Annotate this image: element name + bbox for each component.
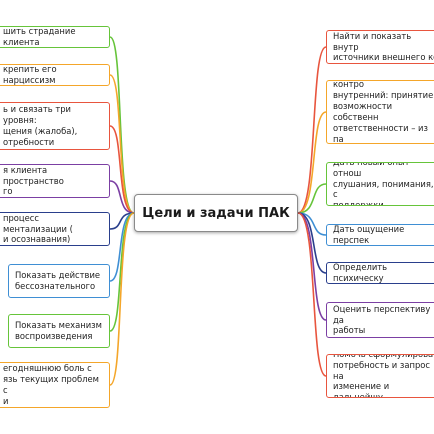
right-branch-node[interactable]: Найти и показать внутр источники внешнег… [326,30,434,64]
left-branch-node[interactable]: крепить его нарциссизм [0,64,110,86]
left-branch-line [109,212,135,386]
right-branch-line [297,212,327,274]
left-branch-label: Показать механизм воспроизведения [15,320,102,341]
left-branch-node[interactable]: Показать механизм воспроизведения [8,314,110,348]
right-branch-line [297,212,327,377]
right-branch-node[interactable]: Дать ощущение перспек [326,224,434,246]
right-branch-label: Помочь сформулироват потребность и запро… [333,355,434,398]
left-branch-line [109,74,135,214]
right-branch-label: Определить психическу [333,262,388,283]
left-branch-node[interactable]: егодняшнюю боль с язь текущих проблем с … [0,362,110,408]
left-branch-node[interactable]: ь и связать три уровня: щения (жалоба), … [0,102,110,150]
right-branch-node[interactable]: Дать новый опыт отнош слушания, понимани… [326,162,434,206]
right-branch-node[interactable]: Определить психическу [326,262,434,284]
left-branch-line [109,180,135,214]
left-branch-node[interactable]: процесс ментализации ( и осознавания) [0,212,110,246]
right-branch-line [297,111,327,214]
right-branch-label: Оценить перспективу да работы [333,303,431,336]
right-branch-label: Найти и показать внутр источники внешнег… [333,30,434,63]
left-branch-label: я клиента пространство го [3,164,64,197]
right-branch-node[interactable]: Оценить перспективу да работы [326,302,434,338]
right-branch-line [297,46,327,214]
left-branch-line [109,125,135,214]
central-topic[interactable]: Цели и задачи ПАК [134,194,298,232]
right-branch-node[interactable]: Перевести локус контро внутренний: приня… [326,80,434,144]
right-branch-label: Перевести локус контро внутренний: приня… [333,80,434,144]
left-branch-label: процесс ментализации ( и осознавания) [3,212,73,245]
left-branch-label: крепить его нарциссизм [3,64,57,85]
left-branch-label: шить страдание клиента [3,26,76,47]
left-branch-label: Показать действие бессознательного [15,270,101,291]
right-branch-label: Дать новый опыт отнош слушания, понимани… [333,163,434,206]
left-branch-node[interactable]: Показать действие бессознательного [8,264,110,298]
left-branch-node[interactable]: шить страдание клиента [0,26,110,48]
central-topic-label: Цели и задачи ПАК [142,205,290,221]
left-branch-label: ь и связать три уровня: щения (жалоба), … [3,104,78,147]
right-branch-line [297,183,327,214]
left-branch-node[interactable]: я клиента пространство го [0,164,110,198]
right-branch-node[interactable]: Помочь сформулироват потребность и запро… [326,354,434,398]
right-branch-label: Дать ощущение перспек [333,224,405,245]
left-branch-label: егодняшнюю боль с язь текущих проблем с … [3,363,99,406]
